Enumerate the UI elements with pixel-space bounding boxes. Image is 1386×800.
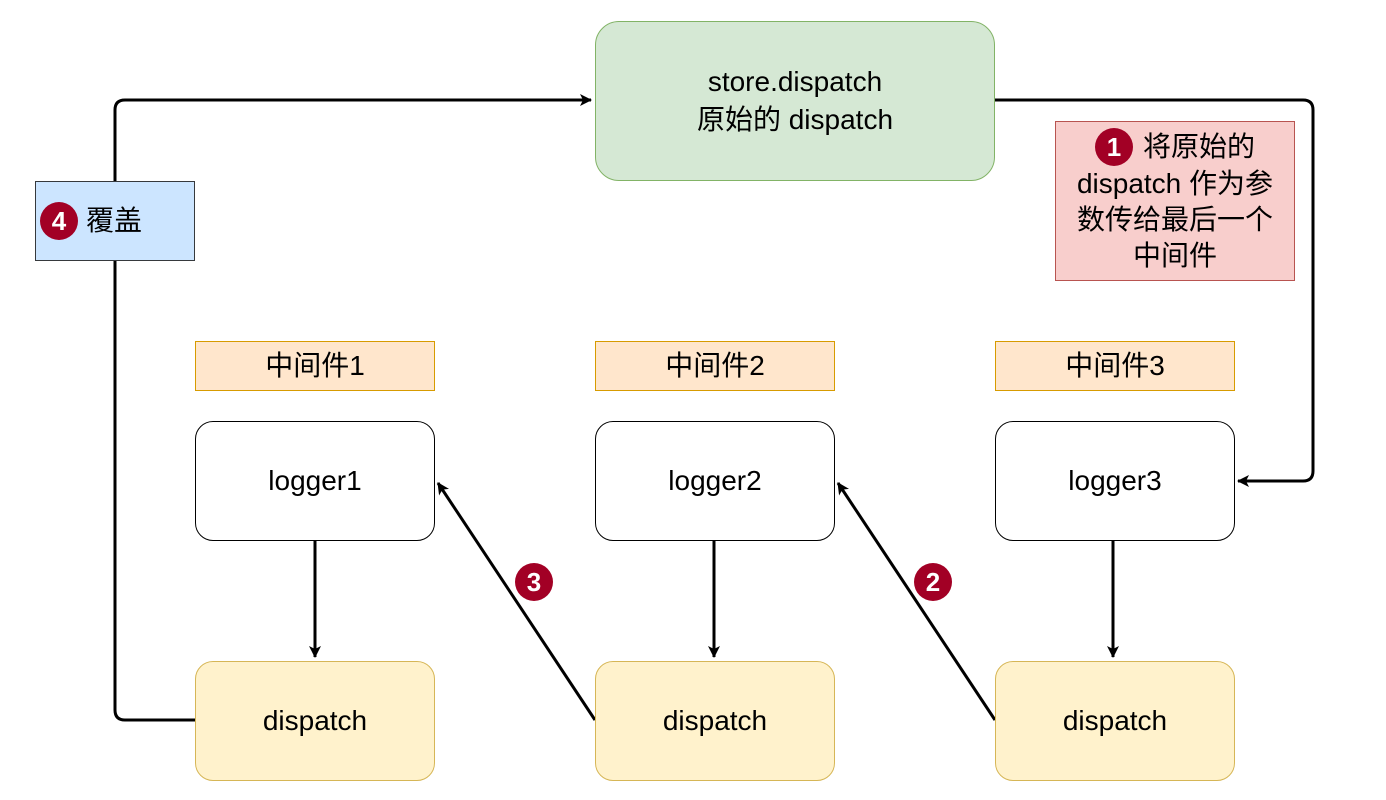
step1-note-line1: 将原始的 [1142, 131, 1255, 162]
step4-badge: 4 [40, 202, 78, 240]
edge-dispatch2-to-logger1 [436, 482, 597, 721]
step1-note-line3: 数传给最后一个 [1076, 204, 1273, 235]
step3-badge: 3 [515, 563, 553, 601]
edge-dispatch1-to-store [113, 94, 592, 722]
middleware1-label: 中间件1 [195, 341, 435, 391]
step1-badge: 1 [1094, 128, 1133, 166]
logger1-node: logger1 [195, 421, 435, 541]
step1-note: 1 将原始的 dispatch 作为参 数传给最后一个 中间件 [1055, 121, 1295, 281]
edge-store-to-logger3 [995, 98, 1315, 487]
dispatch2-node: dispatch [595, 661, 835, 781]
middleware2-label: 中间件2 [595, 341, 835, 391]
step4-note: 4 覆盖 [35, 181, 195, 261]
dispatch1-node: dispatch [195, 661, 435, 781]
step1-note-line4: 中间件 [1132, 240, 1217, 271]
middleware3-label: 中间件3 [995, 341, 1235, 391]
logger3-node: logger3 [995, 421, 1235, 541]
step1-note-line2: dispatch 作为参 [1076, 168, 1274, 199]
step1-note-header: 1 将原始的 [1094, 128, 1255, 166]
edge-dispatch3-to-logger2 [836, 482, 997, 721]
dispatch3-node: dispatch [995, 661, 1235, 781]
logger2-node: logger2 [595, 421, 835, 541]
step2-badge: 2 [914, 563, 952, 601]
store-dispatch-line1: store.dispatch [707, 66, 883, 97]
store-dispatch-line2: 原始的 dispatch [696, 104, 894, 135]
store-dispatch-node: store.dispatch 原始的 dispatch [595, 21, 995, 181]
step4-note-text: 覆盖 [86, 205, 143, 236]
